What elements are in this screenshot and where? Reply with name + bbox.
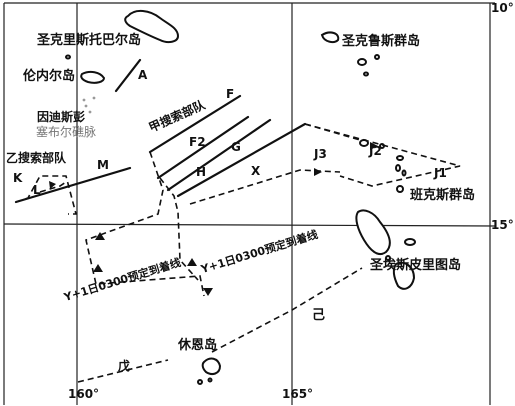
island-malekula (392, 261, 416, 290)
label-rennell: 伦内尔岛 (23, 69, 76, 84)
label-banks: 班克斯群岛 (410, 188, 476, 203)
label-espiritu-santo: 圣埃斯皮里图岛 (370, 258, 462, 273)
lon-165-label: 165° (282, 387, 314, 401)
lat-10-label: 10° (491, 1, 514, 15)
track-group-b (159, 177, 199, 281)
island-hughes (201, 357, 222, 375)
arrow-head (370, 142, 378, 150)
sector-K: K (13, 171, 23, 185)
islet-banks-2 (395, 164, 401, 172)
line-H (176, 122, 307, 198)
reef-dot (92, 96, 96, 100)
label-santa-isabel: 圣克里斯托巴尔岛 (37, 33, 142, 48)
sector-J2: J2 (369, 144, 382, 158)
islet-sc-2 (357, 58, 367, 66)
track-j-upper (304, 123, 361, 141)
sector-A: A (138, 68, 148, 82)
track-j3 (304, 123, 461, 187)
label-reefs: 塞布尔礁脉 (36, 125, 97, 139)
islet-banks-3 (401, 169, 407, 177)
sector-F: F (226, 87, 235, 101)
track-ji (211, 267, 363, 353)
sector-L: L (33, 183, 41, 197)
line-F2 (156, 115, 250, 180)
sector-H: H (196, 165, 207, 179)
reef-dot (84, 104, 88, 108)
lon-160-label: 160° (68, 387, 100, 401)
line-F (148, 94, 242, 154)
islet-banks-1 (396, 155, 404, 161)
sector-wu: 戊 (118, 359, 131, 373)
sector-ji: 己 (312, 308, 326, 323)
arrow-head (93, 264, 103, 272)
reef-dot (88, 110, 92, 114)
island-rennell (80, 70, 106, 84)
track-m (15, 175, 78, 215)
arrow-head (203, 288, 213, 296)
islet-sc-3 (374, 54, 380, 60)
island-espiritu-santo (355, 209, 391, 256)
reef-specks (76, 96, 96, 122)
islet-hughes-2 (207, 377, 213, 383)
arrow-head (314, 168, 322, 176)
label-hughes: 休恩岛 (178, 338, 218, 353)
sector-J3: J3 (314, 147, 327, 161)
islet-sc-4 (363, 71, 369, 77)
reef-dot (82, 98, 86, 102)
graticule (3, 2, 496, 405)
line-A (114, 58, 142, 93)
islet-banks-4 (396, 185, 404, 193)
arrow-heads (49, 142, 378, 296)
line-G (166, 118, 272, 192)
islet-vanuatu-1 (404, 238, 416, 246)
sector-G: G (231, 140, 241, 154)
arrow-head (95, 232, 105, 240)
track-k-l (39, 181, 67, 193)
island-santa-isabel (124, 10, 180, 44)
parallel-15 (3, 223, 496, 227)
islet-hughes-1 (197, 379, 203, 385)
sector-F2: F2 (189, 135, 206, 149)
track-wu (77, 359, 169, 383)
arrow-head (49, 181, 56, 189)
sector-J1: J1 (434, 166, 447, 180)
island-santa-cruz-1 (320, 31, 340, 44)
label-indispensable: 因迪斯彭 (37, 110, 86, 124)
sector-M: M (97, 158, 109, 172)
sector-lines (14, 58, 307, 204)
label-santa-cruz: 圣克鲁斯群岛 (342, 34, 421, 49)
lat-15-label: 15° (491, 218, 514, 232)
track-x (189, 169, 341, 205)
arrow-head (187, 258, 197, 266)
sector-X: X (251, 164, 261, 178)
reef-dot (76, 118, 80, 122)
islet-vanuatu-2 (385, 255, 391, 261)
track-group-a (85, 151, 205, 297)
search-tracks (15, 123, 461, 383)
line-M (14, 166, 132, 204)
label-group-b: 乙搜索部队 (6, 151, 67, 165)
islet-1 (65, 54, 71, 60)
islands (65, 10, 416, 385)
